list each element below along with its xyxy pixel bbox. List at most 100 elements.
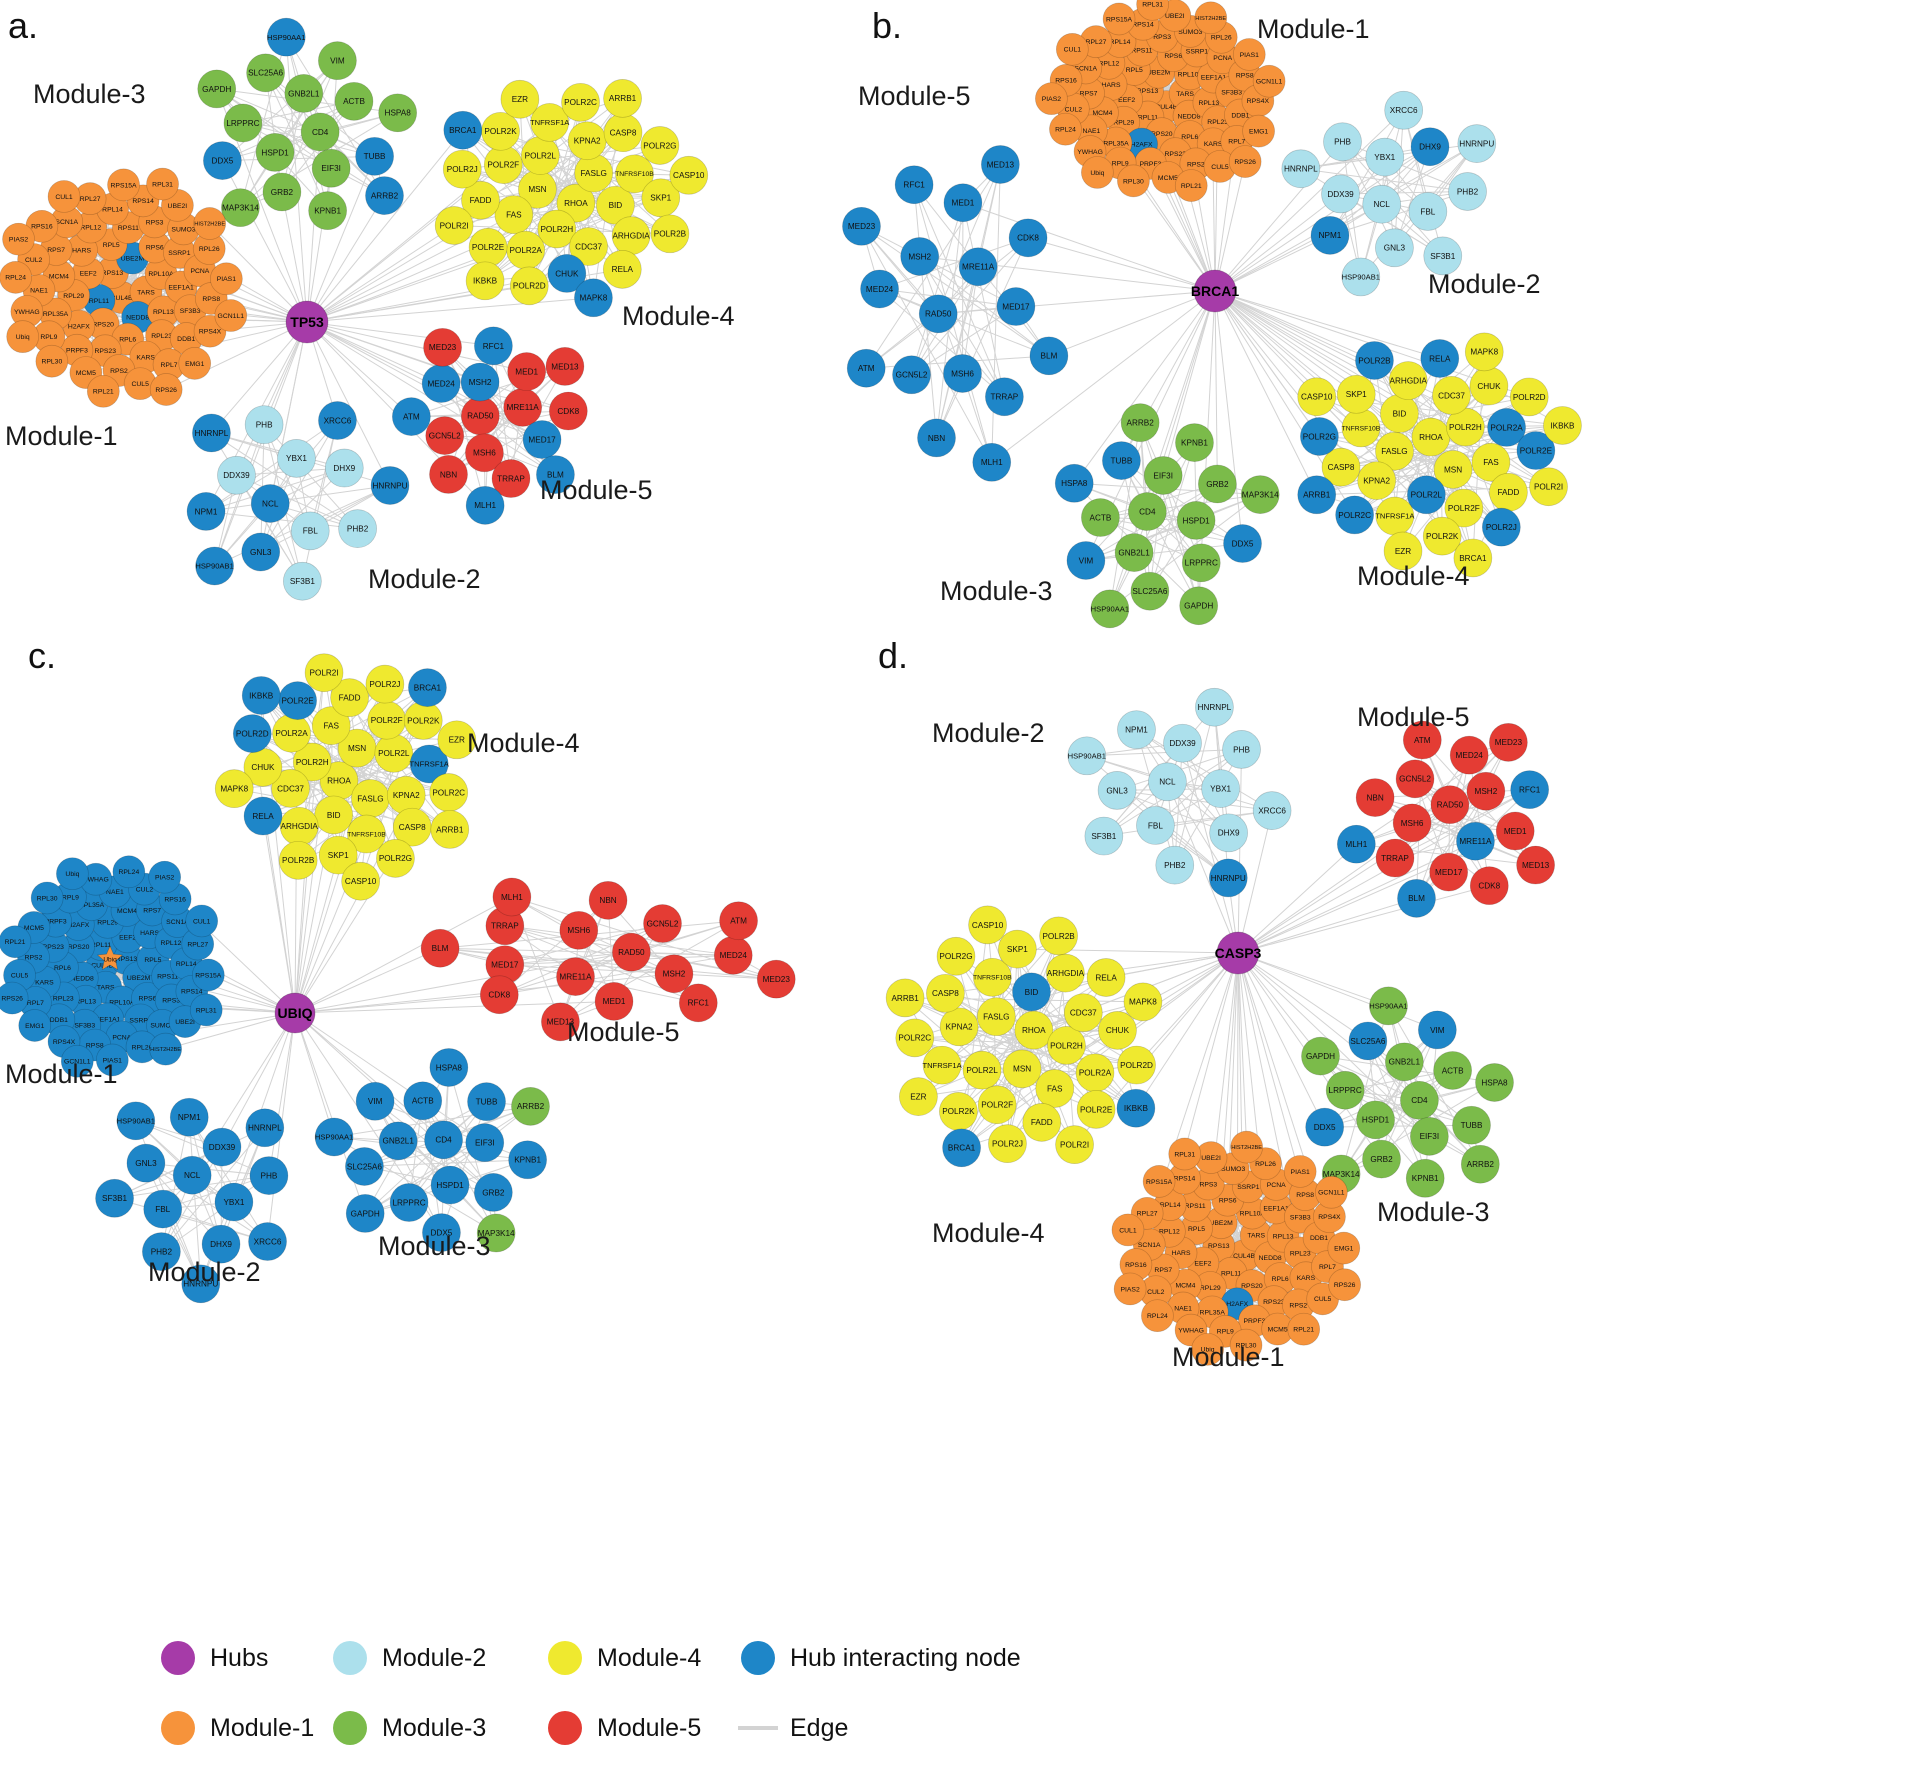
gene-node-label: RPS8 (1296, 1192, 1314, 1199)
gene-node-label: POLR2L (966, 1066, 998, 1075)
gene-node-label: PIAS1 (217, 276, 236, 283)
gene-node (1098, 1011, 1137, 1050)
gene-node (241, 532, 281, 572)
gene-node-label: PHB (1334, 138, 1351, 147)
gene-node (476, 1213, 516, 1253)
gene-node-label: RPL29 (1113, 120, 1134, 127)
edge-line (260, 485, 391, 553)
gene-node-label: SLC25A6 (248, 69, 283, 78)
gene-node-label: RPS20 (1151, 131, 1173, 138)
gene-node-label: BRCA1 (414, 684, 442, 693)
gene-node-label: RPL23 (53, 995, 74, 1002)
panel-letter: a. (8, 5, 38, 46)
gene-node-label: DDX5 (431, 1228, 453, 1237)
gene-node-label: YWHAG (1178, 1327, 1204, 1334)
gene-node-label: RPS2 (1187, 161, 1205, 168)
gene-node-label: SF3B1 (1430, 252, 1455, 261)
edge-line (1393, 110, 1405, 248)
gene-node-label: MED13 (547, 1018, 575, 1027)
gene-node (541, 1002, 580, 1042)
gene-node-label: CD4 (435, 1136, 452, 1145)
gene-node-label: GNL3 (1106, 786, 1128, 795)
gene-node (1408, 192, 1448, 231)
gene-node-label: PIAS1 (1240, 52, 1259, 59)
gene-node (998, 929, 1037, 969)
gene-node-label: RPL7 (1319, 1264, 1336, 1271)
gene-node-label: YWHAG (1077, 149, 1103, 156)
gene-node (1076, 1090, 1116, 1129)
gene-node-label: ARHGDIA (1047, 969, 1085, 978)
gene-node-label: RPL21 (1181, 183, 1202, 190)
gene-node (437, 720, 477, 760)
gene-node (1090, 589, 1130, 629)
gene-node (1081, 156, 1114, 189)
gene-node-label: SLC25A6 (1350, 1037, 1385, 1046)
gene-node-label: EIF3I (475, 1139, 495, 1148)
gene-node-label: EIF3I (1420, 1132, 1440, 1141)
gene-node-label: PCNA (1213, 55, 1232, 62)
module-label: Module-1 (5, 1059, 118, 1089)
gene-node (1300, 417, 1339, 456)
edge-line (260, 695, 296, 1014)
gene-node (1327, 1231, 1361, 1265)
gene-node (338, 509, 377, 548)
module-label: Module-4 (622, 301, 735, 331)
gene-node-label: XRCC6 (1390, 106, 1418, 115)
edge-line (1342, 141, 1468, 192)
edge-line (1085, 543, 1243, 561)
edge-line (1214, 290, 1375, 361)
gene-node-label: FAS (1483, 458, 1499, 467)
hub-label: UBIQ (278, 1005, 313, 1021)
gene-node (420, 928, 460, 968)
gene-node (304, 653, 344, 693)
gene-node (378, 1121, 418, 1161)
gene-node-label: GRB2 (1370, 1155, 1393, 1164)
edge-line (1237, 885, 1490, 954)
gene-node-label: POLR2B (1358, 356, 1391, 365)
gene-node (537, 209, 577, 249)
gene-node-label: RFC1 (483, 342, 505, 351)
edge-line (211, 321, 308, 434)
gene-node (1155, 845, 1195, 885)
gene-node-label: MED13 (551, 362, 579, 371)
gene-node-label: MED13 (1522, 861, 1550, 870)
gene-node (996, 287, 1036, 326)
gene-node-label: NEDD8 (126, 315, 149, 322)
gene-node-label: DDB1 (1231, 112, 1249, 119)
gene-node-label: RPL31 (1142, 2, 1163, 9)
gene-node-label: MCM5 (76, 370, 96, 377)
gene-node-label: DDX5 (211, 156, 233, 165)
gene-node (1181, 543, 1221, 583)
gene-node (142, 1232, 181, 1271)
gene-node-label: RPL11 (1221, 1271, 1241, 1278)
gene-node (1466, 771, 1506, 811)
edge-line (1162, 475, 1200, 606)
gene-node-label: RPS16 (31, 224, 53, 231)
gene-node-label: RPL23 (1207, 119, 1228, 126)
gene-node-label: MED1 (1504, 827, 1527, 836)
gene-node-label: MED24 (720, 951, 748, 960)
gene-node (334, 81, 374, 121)
gene-node-label: NAE1 (106, 889, 124, 896)
legend-label: Hubs (210, 1644, 268, 1672)
legend-swatch (333, 1641, 367, 1675)
gene-node-label: PRPF3 (1139, 161, 1161, 168)
gene-node-label: RPL21 (93, 389, 114, 396)
edge-line (1149, 483, 1218, 592)
gene-node (547, 254, 587, 293)
gene-node-label: POLR2H (540, 225, 573, 234)
gene-node-label: MCM4 (1175, 1282, 1195, 1289)
gene-node (292, 742, 332, 782)
gene-node-label: POLR2J (447, 165, 478, 174)
gene-node-label: RPS20 (1241, 1283, 1263, 1290)
gene-node-label: SCN1A (55, 219, 78, 226)
edge-line (374, 1101, 442, 1233)
gene-node-label: GNL3 (250, 548, 272, 557)
gene-node-label: GNL3 (135, 1159, 157, 1168)
gene-node-label: FASLG (1381, 447, 1407, 456)
gene-node-label: TARS (1247, 1233, 1265, 1240)
legend-swatch (548, 1711, 582, 1745)
gene-node-label: MAP3K14 (222, 204, 259, 213)
